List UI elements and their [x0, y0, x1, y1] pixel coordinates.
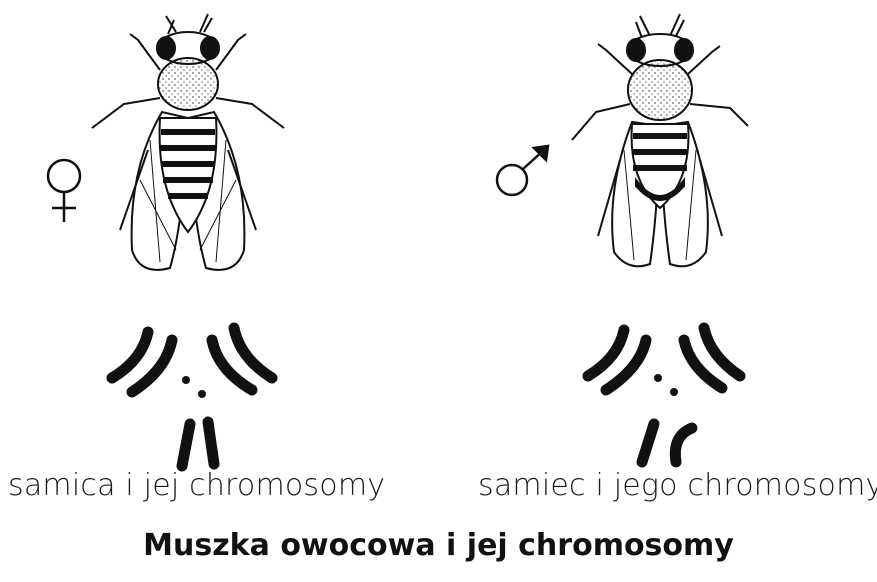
female-chromosome-set: [112, 328, 272, 466]
male-fly-illustration: [572, 14, 748, 266]
male-symbol-icon: [497, 146, 548, 195]
female-fly-illustration: [92, 14, 284, 270]
female-symbol-icon: [48, 160, 80, 222]
diagram-title: Muszka owocowa i jej chromosomy: [0, 528, 877, 563]
female-caption: samica i jej chromosomy: [8, 468, 385, 503]
male-chromosome-set: [588, 328, 740, 462]
male-caption: samiec i jego chromosomy: [478, 468, 877, 503]
